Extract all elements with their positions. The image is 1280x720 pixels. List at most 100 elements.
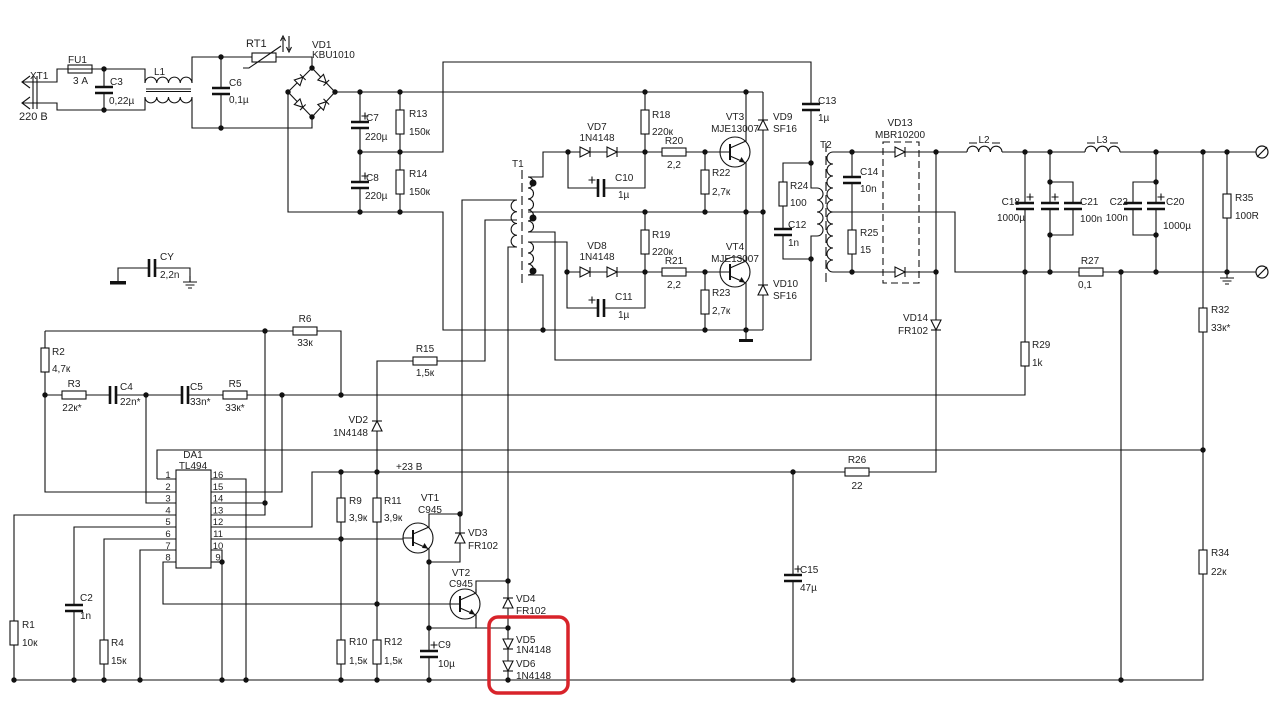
output-terminal[interactable]	[1255, 145, 1269, 159]
label-components-R25-value: 15	[860, 245, 872, 256]
diode-VD6	[502, 660, 514, 673]
junction-dot	[1047, 269, 1053, 275]
resistor-body	[700, 289, 710, 315]
resistor-body	[847, 229, 857, 255]
label-components-VT3-value: MJE13007	[711, 124, 759, 135]
diode-VD1d	[316, 98, 330, 112]
label-ic_pins-right-1: 15	[213, 482, 224, 493]
wire	[73, 526, 176, 680]
junction-dot	[1047, 149, 1053, 155]
junction-dot	[743, 209, 749, 215]
transistor-VT2	[449, 588, 481, 620]
label-components-R10-value: 1,5к	[349, 656, 368, 667]
resistor-R6	[292, 326, 318, 336]
label-components-C8-ref: C8	[366, 173, 379, 184]
resistor-body	[1020, 341, 1030, 367]
junction-dot	[1153, 179, 1159, 185]
label-components-VD14-value: FR102	[898, 326, 928, 337]
junction-dot	[457, 511, 463, 517]
junction-dot	[374, 469, 380, 475]
junction-dot	[1022, 269, 1028, 275]
label-components-R24-ref: R24	[790, 181, 809, 192]
label-components-VD1-value: KBU1010	[312, 50, 355, 61]
wire	[45, 330, 342, 395]
junction-dot	[338, 392, 344, 398]
wire	[833, 211, 1256, 273]
label-components-C10-ref: C10	[615, 173, 634, 184]
capacitor-C7	[351, 112, 369, 130]
label-components-VD6-ref: VD6	[516, 659, 536, 670]
connector-XT1	[21, 75, 38, 110]
capacitor-C8	[351, 172, 369, 190]
resistor-R4	[99, 639, 109, 665]
label-components-R2-ref: R2	[52, 347, 65, 358]
junction-dot	[397, 89, 403, 95]
label-components-VD10-ref: VD10	[773, 279, 798, 290]
wire	[139, 549, 176, 680]
label-components-R15-value: 1,5к	[416, 368, 435, 379]
wire	[528, 274, 544, 330]
resistor-R9	[336, 497, 346, 523]
junction-dot	[357, 149, 363, 155]
inductor-L1-winding	[144, 96, 193, 104]
label-components-C20-ref: C20	[1166, 197, 1185, 208]
label-components-C18-ref: C18	[1002, 197, 1021, 208]
diode-triangle	[894, 266, 907, 278]
label-components-VD5-ref: VD5	[516, 635, 536, 646]
capacitor-C11	[588, 296, 606, 317]
junction-dot	[565, 149, 571, 155]
label-components-C4-ref: C4	[120, 382, 133, 393]
resistor-body	[9, 620, 19, 646]
junction-dot	[1224, 149, 1230, 155]
diode-VD1c	[293, 97, 307, 111]
label-components-VD1-ref: VD1	[312, 40, 332, 51]
resistor-R19	[640, 229, 650, 255]
label-components-VD7-ref: VD7	[587, 122, 607, 133]
label-components-C22-value: 100n	[1106, 213, 1128, 224]
label-components-C13-ref: C13	[818, 96, 837, 107]
transistor-VT3	[719, 136, 751, 168]
diode-bar	[323, 98, 330, 105]
resistor-R24	[778, 181, 788, 207]
ic-DA1	[175, 469, 212, 569]
label-components-VD9-ref: VD9	[773, 112, 793, 123]
wire	[567, 152, 646, 189]
label-components-R22-value: 2,7к	[712, 187, 731, 198]
label-components-R35-value: 100R	[1235, 211, 1259, 222]
junction-dot	[790, 677, 796, 683]
label-components-VD5-value: 1N4148	[516, 645, 551, 656]
resistor-R12	[372, 639, 382, 665]
diode-VD8b	[606, 266, 619, 278]
thermistor-RT1	[243, 34, 292, 69]
junction-dot	[397, 149, 403, 155]
label-components-R10-ref: R10	[349, 637, 368, 648]
resistor-body	[292, 326, 318, 336]
label-components-R25-ref: R25	[860, 228, 879, 239]
polarity-plus-icon	[588, 176, 596, 184]
label-components-VD7-value: 1N4148	[579, 133, 614, 144]
resistor-body	[395, 109, 405, 135]
label-ic_pins-left-4: 5	[165, 517, 170, 528]
output-terminal[interactable]	[1255, 265, 1269, 279]
junction-dot	[743, 327, 749, 333]
junction-dot	[426, 625, 432, 631]
junction-dot	[849, 149, 855, 155]
diode-VD9	[757, 118, 769, 131]
ground-icon	[1220, 272, 1234, 285]
capacitor-CY	[147, 259, 157, 277]
junction-dot	[101, 677, 107, 683]
capacitor-C13	[802, 102, 820, 112]
label-components-R1-value: 10к	[22, 638, 38, 649]
capacitor-C14	[843, 175, 861, 185]
label-components-C15-value: 47µ	[800, 583, 817, 594]
resistor-body	[661, 267, 687, 277]
junction-dot	[808, 256, 814, 262]
label-components-R13-value: 150к	[409, 127, 431, 138]
junction-dot	[219, 559, 225, 565]
wire	[528, 231, 812, 361]
diode-assembly-VD13-box	[882, 141, 920, 284]
capacitor-C20	[1147, 193, 1165, 211]
junction-dot	[1153, 232, 1159, 238]
resistor-R5	[222, 390, 248, 400]
junction-dot	[1200, 447, 1206, 453]
